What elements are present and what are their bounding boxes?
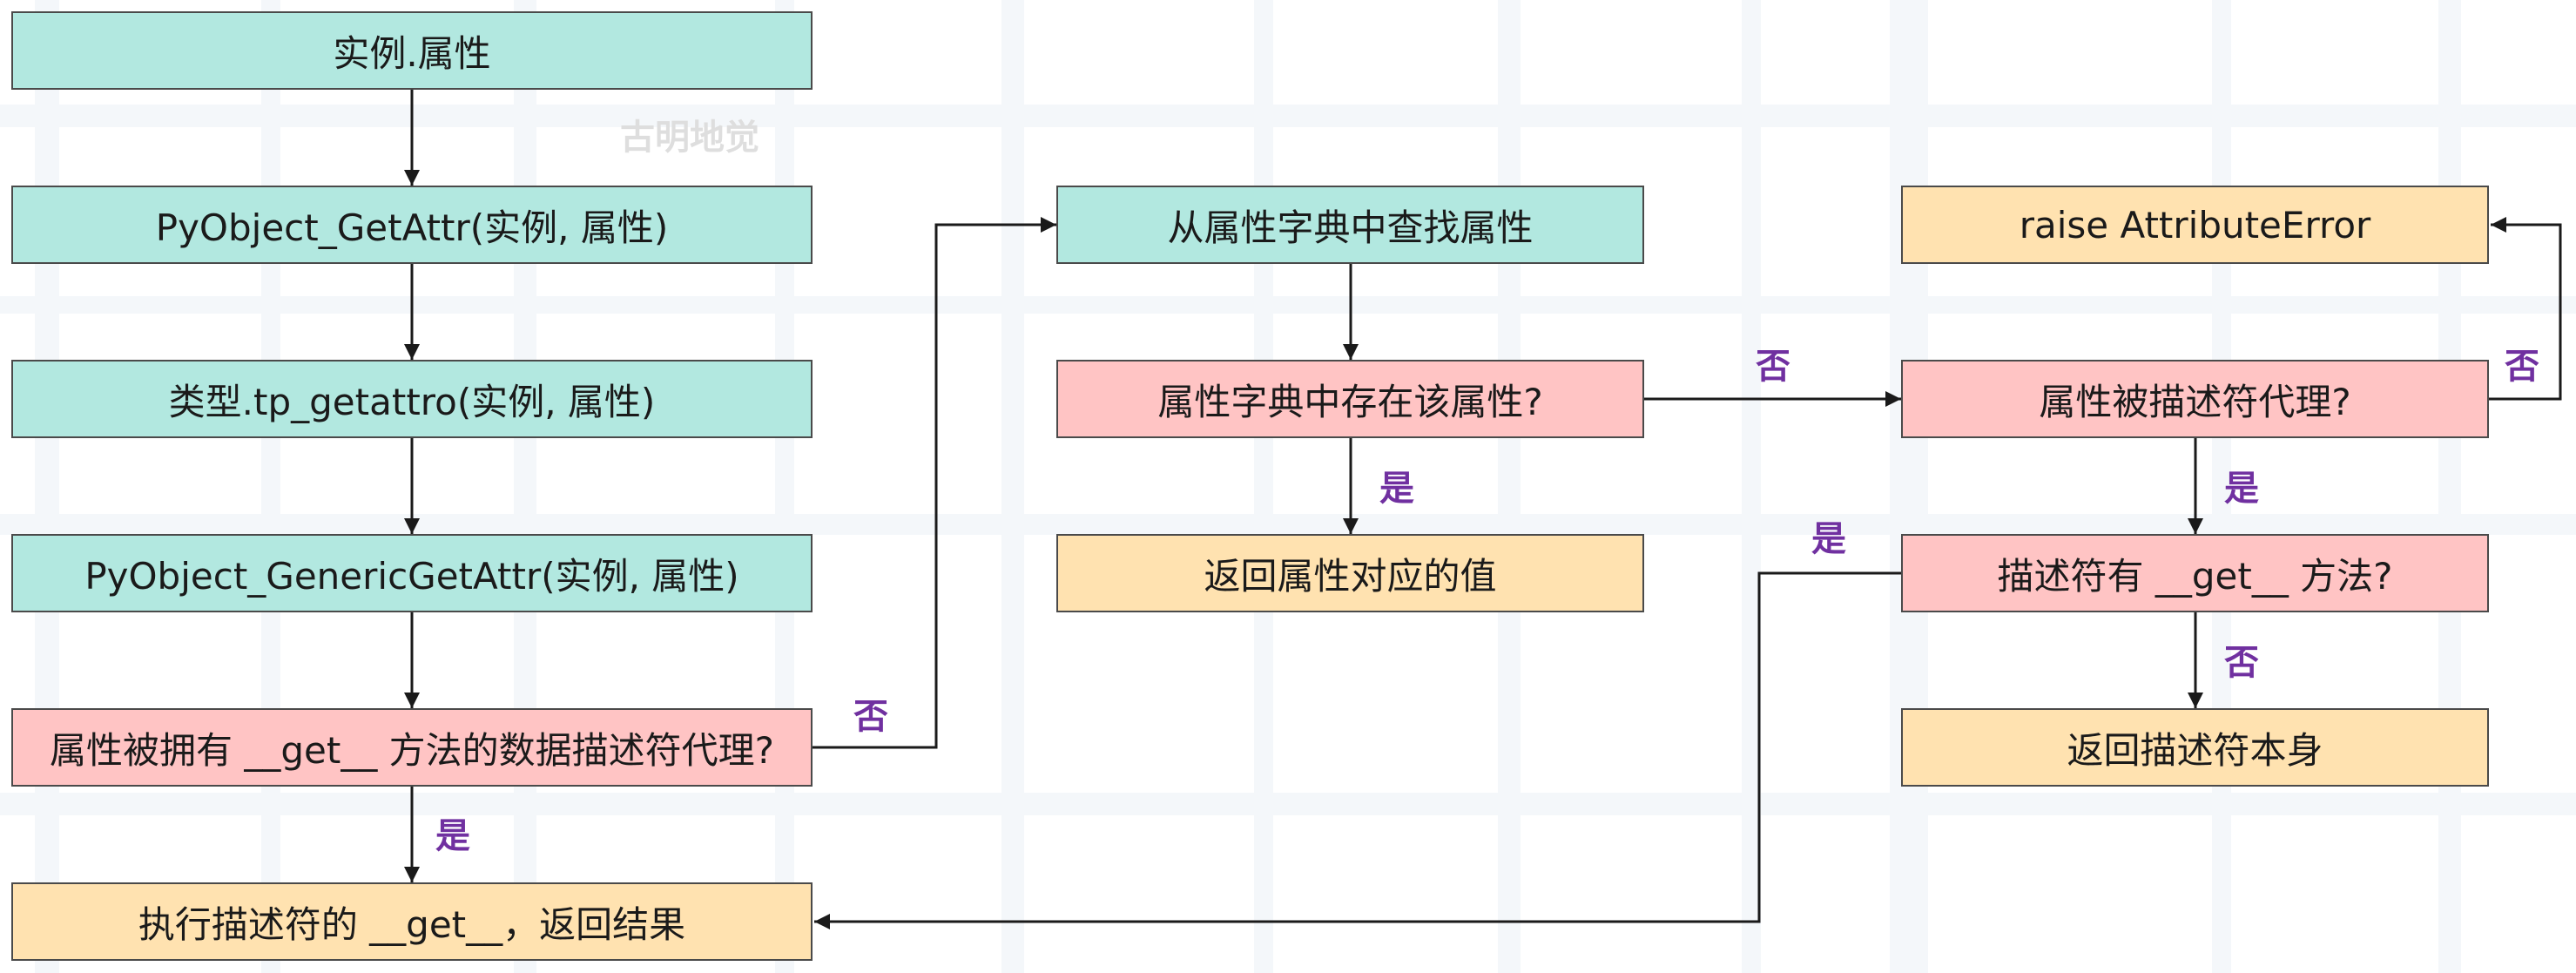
node-return-descriptor-label: 返回描述符本身 — [2067, 728, 2323, 772]
label-descriptor-has-get-no: 否 — [2224, 643, 2259, 683]
node-return-attr-value-label: 返回属性对应的值 — [1204, 554, 1497, 598]
arrow-descriptor-has-get-yes — [814, 571, 1901, 929]
node-attr-in-dict-label: 属性字典中存在该属性? — [1157, 380, 1543, 423]
watermark: 古明地觉 — [620, 118, 759, 158]
node-raise-attribute-error: raise AttributeError — [1901, 186, 2489, 264]
node-data-descriptor-check: 属性被拥有 __get__ 方法的数据描述符代理? — [11, 708, 813, 787]
node-descriptor-proxy-check: 属性被描述符代理? — [1901, 360, 2489, 438]
node-type-tp-getattro: 类型.tp_getattro(实例, 属性) — [11, 360, 813, 438]
node-raise-attribute-error-label: raise AttributeError — [2019, 203, 2371, 247]
label-descriptor-has-get-yes: 是 — [1811, 519, 1846, 559]
node-pyobject-getattr-label: PyObject_GetAttr(实例, 属性) — [155, 206, 669, 249]
node-descriptor-has-get-label: 描述符有 __get__ 方法? — [1997, 554, 2393, 598]
label-attr-in-dict-yes: 是 — [1379, 469, 1414, 509]
label-descriptor-proxy-yes: 是 — [2224, 469, 2259, 509]
label-descriptor-proxy-no: 否 — [2505, 347, 2539, 387]
label-attr-in-dict-no: 否 — [1756, 347, 1790, 387]
node-descriptor-proxy-check-label: 属性被描述符代理? — [2039, 380, 2351, 423]
node-data-descriptor-check-label: 属性被拥有 __get__ 方法的数据描述符代理? — [50, 728, 774, 772]
node-type-tp-getattro-label: 类型.tp_getattro(实例, 属性) — [168, 380, 656, 423]
node-descriptor-has-get: 描述符有 __get__ 方法? — [1901, 534, 2489, 612]
arrow-data-descriptor-no — [813, 217, 1056, 749]
node-exec-descriptor-get: 执行描述符的 __get__，返回结果 — [11, 882, 813, 961]
node-pyobject-generic-getattr-label: PyObject_GenericGetAttr(实例, 属性) — [84, 554, 739, 598]
node-return-attr-value: 返回属性对应的值 — [1056, 534, 1644, 612]
label-data-descriptor-yes: 是 — [435, 816, 470, 856]
label-data-descriptor-no: 否 — [853, 697, 888, 737]
arrow-descriptor-proxy-no — [2489, 217, 2562, 401]
node-instance-attr-label: 实例.属性 — [333, 31, 491, 75]
node-attr-in-dict: 属性字典中存在该属性? — [1056, 360, 1644, 438]
node-exec-descriptor-get-label: 执行描述符的 __get__，返回结果 — [138, 902, 686, 946]
node-lookup-attr-dict: 从属性字典中查找属性 — [1056, 186, 1644, 264]
node-return-descriptor: 返回描述符本身 — [1901, 708, 2489, 787]
node-instance-attr: 实例.属性 — [11, 11, 813, 90]
node-pyobject-getattr: PyObject_GetAttr(实例, 属性) — [11, 186, 813, 264]
node-lookup-attr-dict-label: 从属性字典中查找属性 — [1167, 206, 1534, 249]
node-pyobject-generic-getattr: PyObject_GenericGetAttr(实例, 属性) — [11, 534, 813, 612]
